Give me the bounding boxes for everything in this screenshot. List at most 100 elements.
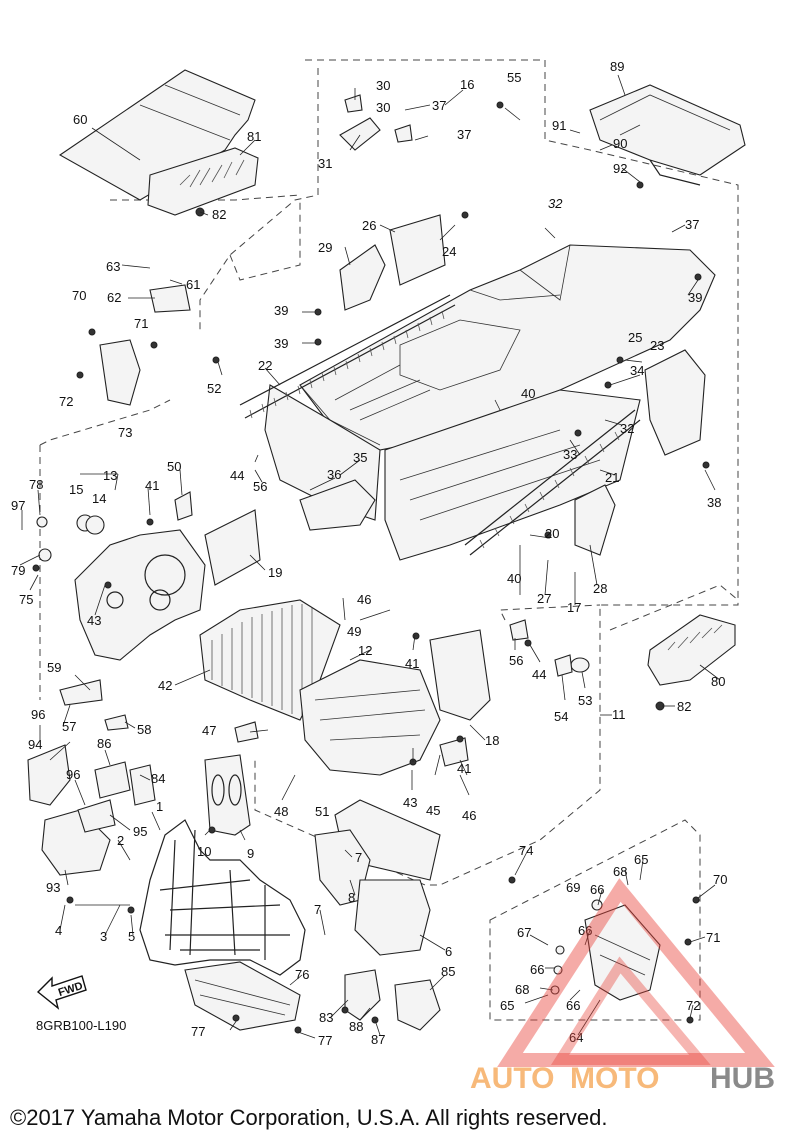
callout-label: 28 <box>593 581 607 596</box>
callout-label: 80 <box>711 674 725 689</box>
callout-label: 83 <box>319 1010 333 1025</box>
callout-label: 52 <box>207 381 221 396</box>
callout-label: 79 <box>11 563 25 578</box>
callout-label: 89 <box>610 59 624 74</box>
watermark-hub: HUB <box>710 1062 775 1095</box>
callout-label: 67 <box>517 925 531 940</box>
callout-label: 66 <box>590 882 604 897</box>
callout-label: 18 <box>485 733 499 748</box>
callout-label: 77 <box>191 1024 205 1039</box>
callout-label: 37 <box>432 98 446 113</box>
callout-label: 16 <box>460 77 474 92</box>
callout-label: 46 <box>462 808 476 823</box>
callout-label: 1 <box>156 799 163 814</box>
callout-label: 37 <box>685 217 699 232</box>
callout-label: 21 <box>605 470 619 485</box>
callout-label: 13 <box>103 468 117 483</box>
callout-label: 95 <box>133 824 147 839</box>
callout-label: 11 <box>612 707 626 722</box>
callout-label: 31 <box>318 156 332 171</box>
callout-label: 41 <box>405 656 419 671</box>
rear-bracket-89 <box>589 84 746 186</box>
callout-label: 32 <box>548 196 563 211</box>
callout-label: 72 <box>686 998 700 1013</box>
callout-label: 53 <box>578 693 592 708</box>
callout-label: 81 <box>247 129 261 144</box>
callout-label: 72 <box>59 394 73 409</box>
callout-label: 42 <box>158 678 172 693</box>
left-panels <box>27 744 156 876</box>
callout-label: 65 <box>500 998 514 1013</box>
callout-label: 94 <box>28 737 42 752</box>
callout-label: 30 <box>376 78 390 93</box>
callout-label: 82 <box>677 699 691 714</box>
callout-label: 38 <box>707 495 721 510</box>
callout-label: 24 <box>442 244 456 259</box>
diagram-code: 8GRB100-L190 <box>36 1018 126 1033</box>
callout-label: 40 <box>507 571 521 586</box>
callout-label: 91 <box>552 118 566 133</box>
callout-label: 7 <box>355 850 362 865</box>
callout-label: 70 <box>72 288 86 303</box>
callout-label: 3 <box>100 929 107 944</box>
callout-label: 70 <box>713 872 727 887</box>
rear-cover-80 <box>647 614 736 711</box>
bottom-parts <box>314 829 441 1031</box>
callout-label: 76 <box>295 967 309 982</box>
callout-label: 68 <box>613 864 627 879</box>
callout-label: 44 <box>532 667 546 682</box>
callout-label: 96 <box>66 767 80 782</box>
callout-label: 8 <box>348 890 355 905</box>
callout-label: 50 <box>167 459 181 474</box>
callout-label: 34 <box>630 363 644 378</box>
callout-label: 61 <box>186 277 200 292</box>
callout-label: 88 <box>349 1019 363 1034</box>
callout-label: 84 <box>151 771 165 786</box>
callout-label: 54 <box>554 709 568 724</box>
callout-label: 2 <box>117 833 124 848</box>
callout-label: 41 <box>457 761 471 776</box>
callout-label: 47 <box>202 723 216 738</box>
callout-label: 96 <box>31 707 45 722</box>
callout-label: 85 <box>441 964 455 979</box>
callout-label: 55 <box>507 70 521 85</box>
callout-label: 48 <box>274 804 288 819</box>
callout-label: 56 <box>509 653 523 668</box>
callout-label: 5 <box>128 929 135 944</box>
callout-label: 63 <box>106 259 120 274</box>
callout-label: 27 <box>537 591 551 606</box>
callout-label: 35 <box>353 450 367 465</box>
copyright-text: ©2017 Yamaha Motor Corporation, U.S.A. A… <box>10 1105 607 1130</box>
callout-label: 71 <box>706 930 720 945</box>
callout-label: 44 <box>230 468 244 483</box>
callout-labels: 1 2 3 4 5 6 7 7 8 9 10 11 12 13 14 15 16… <box>11 59 727 1048</box>
callout-label: 71 <box>134 316 148 331</box>
callout-label: 19 <box>268 565 282 580</box>
callout-label: 25 <box>628 330 642 345</box>
callout-label: 90 <box>613 136 627 151</box>
callout-label: 23 <box>650 338 664 353</box>
callout-label: 39 <box>274 336 288 351</box>
callout-label: 36 <box>327 467 341 482</box>
callout-label: 22 <box>258 358 272 373</box>
callout-label: 68 <box>515 982 529 997</box>
callout-label: 29 <box>318 240 332 255</box>
rear-subassembly-64 <box>550 899 661 1001</box>
chaincase-13 <box>36 514 206 661</box>
front-frame-12 <box>234 629 491 776</box>
watermark-logo: AUTO MOTO HUB <box>470 878 775 1095</box>
callout-label: 60 <box>73 112 87 127</box>
callout-label: 43 <box>87 613 101 628</box>
callout-label: 58 <box>137 722 151 737</box>
callout-label: 41 <box>145 478 159 493</box>
callout-label: 66 <box>566 998 580 1013</box>
callout-label: 74 <box>519 843 533 858</box>
callout-label: 9 <box>247 846 254 861</box>
hood-cover-60 <box>58 69 259 217</box>
assembly-boundaries <box>39 59 739 1021</box>
panel-9 <box>204 754 251 836</box>
callout-label: 73 <box>118 425 132 440</box>
watermark-moto: MOTO <box>570 1062 659 1095</box>
callout-label: 59 <box>47 660 61 675</box>
